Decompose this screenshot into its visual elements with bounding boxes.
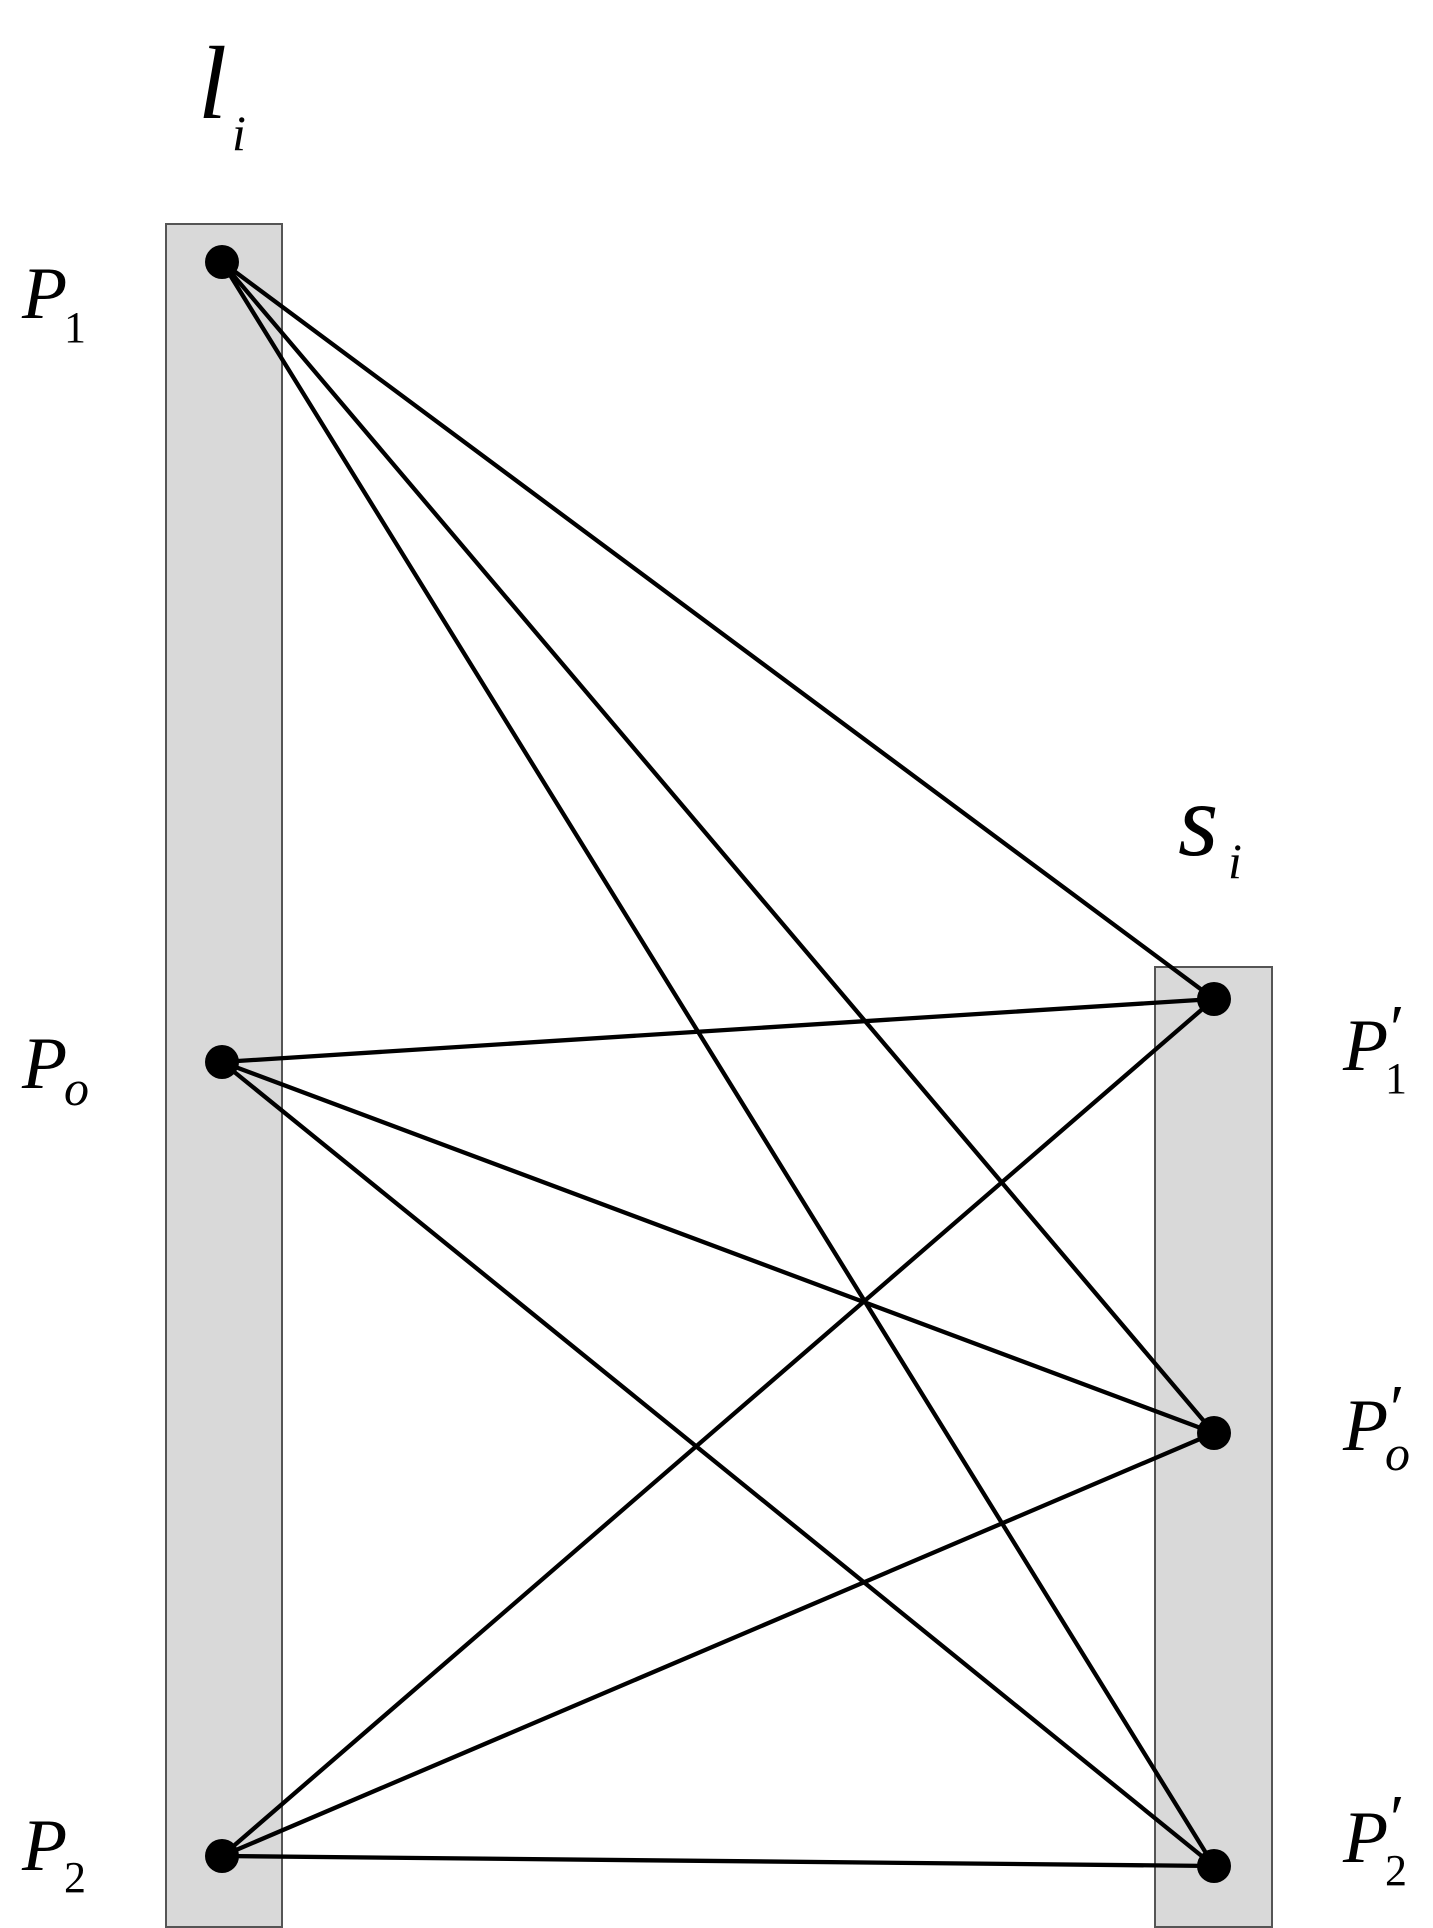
node-P2 <box>205 1839 239 1873</box>
edges-group <box>219 259 1217 1869</box>
label-P1p: P 1 ′ <box>1342 992 1407 1103</box>
label-P1: P 1 <box>21 253 86 352</box>
node-P1 <box>205 245 239 279</box>
label-P2-main: P <box>21 1805 67 1887</box>
label-P2p-prime: ′ <box>1390 1782 1404 1855</box>
edge-P1-P2p <box>219 259 1217 1869</box>
edge-Po-Pop <box>219 1059 1217 1436</box>
label-Pop-subscript: o <box>1385 1425 1410 1481</box>
edge-P2-Pop <box>219 1430 1217 1859</box>
label-P1p-main: P <box>1342 1005 1388 1087</box>
label-P2-subscript: 2 <box>64 1853 86 1902</box>
right-set-subscript: i <box>1228 833 1242 889</box>
node-P1p <box>1197 982 1231 1016</box>
node-P2p <box>1197 1849 1231 1883</box>
label-Po-subscript: o <box>64 1060 89 1116</box>
left-set-title: l i <box>198 26 246 161</box>
node-Po <box>205 1045 239 1079</box>
edge-P2-P2p <box>219 1853 1217 1869</box>
node-Pop <box>1197 1416 1231 1450</box>
left-set-symbol: l <box>198 26 227 141</box>
label-P1p-prime: ′ <box>1390 992 1404 1065</box>
edge-Po-P1p <box>219 996 1217 1065</box>
label-Pop-prime: ′ <box>1390 1372 1404 1445</box>
label-Po-main: P <box>21 1023 67 1105</box>
edge-P2-P1p <box>219 996 1217 1859</box>
label-P1-subscript: 1 <box>64 303 86 352</box>
label-P2p-subscript: 2 <box>1385 1846 1407 1895</box>
right-set-symbol: s <box>1178 763 1218 878</box>
left-set-subscript: i <box>232 105 246 161</box>
label-P2: P 2 <box>21 1805 86 1902</box>
label-Po: P o <box>21 1023 89 1116</box>
label-Pop-main: P <box>1342 1385 1388 1467</box>
edge-P1-Pop <box>219 259 1217 1436</box>
right-set-title: s i <box>1178 763 1242 889</box>
label-Pop: P o ′ <box>1342 1372 1410 1481</box>
label-P1-main: P <box>21 253 67 335</box>
label-P2p-main: P <box>1342 1797 1388 1879</box>
edge-Po-P2p <box>219 1059 1217 1869</box>
label-P2p: P 2 ′ <box>1342 1782 1407 1895</box>
label-P1p-subscript: 1 <box>1385 1054 1407 1103</box>
edge-P1-P1p <box>219 259 1217 1002</box>
